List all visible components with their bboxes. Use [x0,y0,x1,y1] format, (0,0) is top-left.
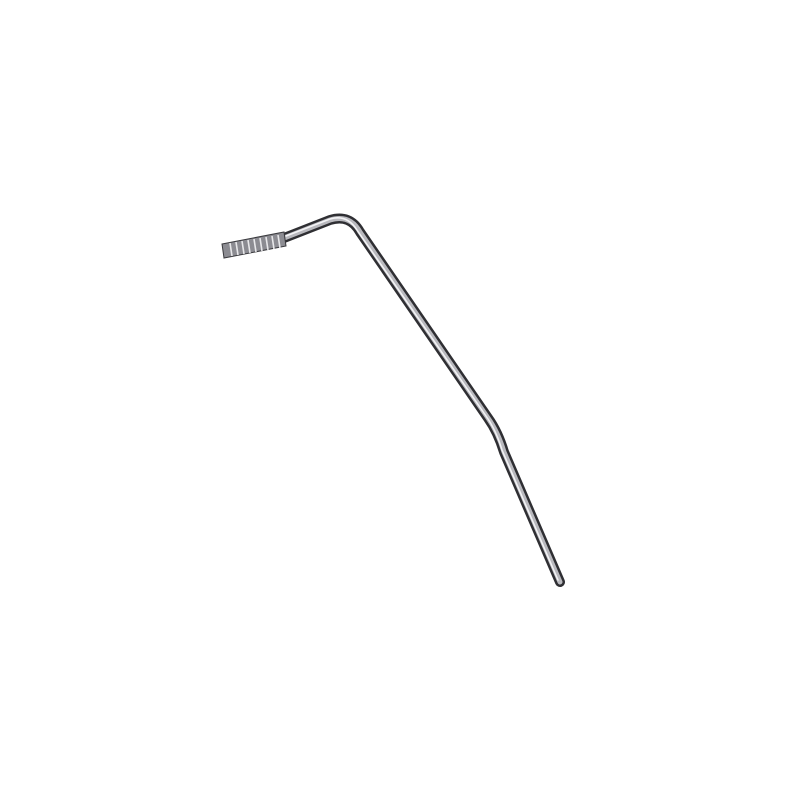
arm-rod [279,213,565,587]
threaded-tip [221,231,287,259]
